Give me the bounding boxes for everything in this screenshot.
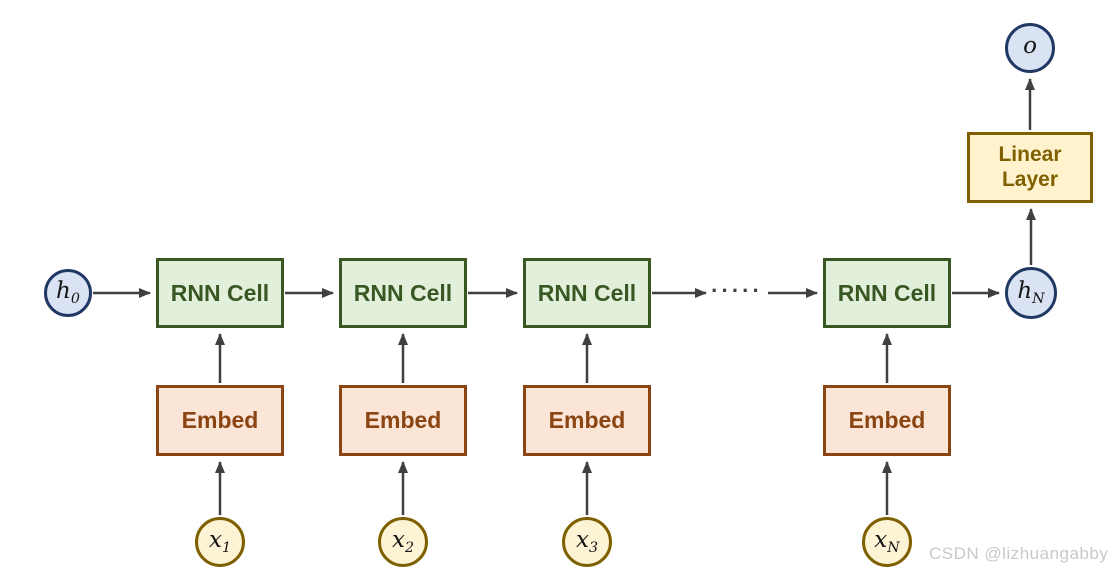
linear-layer-label: Linear Layer [998, 142, 1062, 191]
rnn-cell-1: RNN Cell [156, 258, 284, 328]
x3-label: x3 [575, 526, 599, 556]
xN-label: xN [874, 526, 900, 556]
embed-box-3: Embed [523, 385, 651, 456]
x1-label: x1 [208, 526, 232, 556]
h0-label: h0 [56, 277, 80, 307]
rnn-cell-3-label: RNN Cell [537, 279, 637, 306]
node-x2: x2 [378, 517, 428, 567]
embed-box-3-label: Embed [548, 407, 626, 433]
rnn-cell-2: RNN Cell [339, 258, 467, 328]
embed-box-4: Embed [823, 385, 951, 456]
x2-label: x2 [391, 526, 415, 556]
hN-label: hN [1017, 277, 1045, 307]
linear-layer-box: Linear Layer [967, 132, 1093, 203]
rnn-cell-4-label: RNN Cell [837, 279, 937, 306]
node-h0: h0 [44, 269, 92, 317]
node-hN: hN [1005, 267, 1057, 319]
node-output-o: o [1005, 23, 1055, 73]
rnn-cell-2-label: RNN Cell [353, 279, 453, 306]
embed-box-2: Embed [339, 385, 467, 456]
ellipsis-dots: ····· [711, 278, 763, 303]
embed-box-1-label: Embed [181, 407, 259, 433]
embed-box-4-label: Embed [848, 407, 926, 433]
rnn-cell-3: RNN Cell [523, 258, 651, 328]
watermark: CSDN @lizhuangabby [929, 544, 1109, 563]
rnn-cell-4: RNN Cell [823, 258, 951, 328]
embed-box-2-label: Embed [364, 407, 442, 433]
node-x3: x3 [562, 517, 612, 567]
o-label: o [1023, 32, 1037, 59]
rnn-cell-1-label: RNN Cell [170, 279, 270, 306]
embed-box-1: Embed [156, 385, 284, 456]
node-xN: xN [862, 517, 912, 567]
node-x1: x1 [195, 517, 245, 567]
